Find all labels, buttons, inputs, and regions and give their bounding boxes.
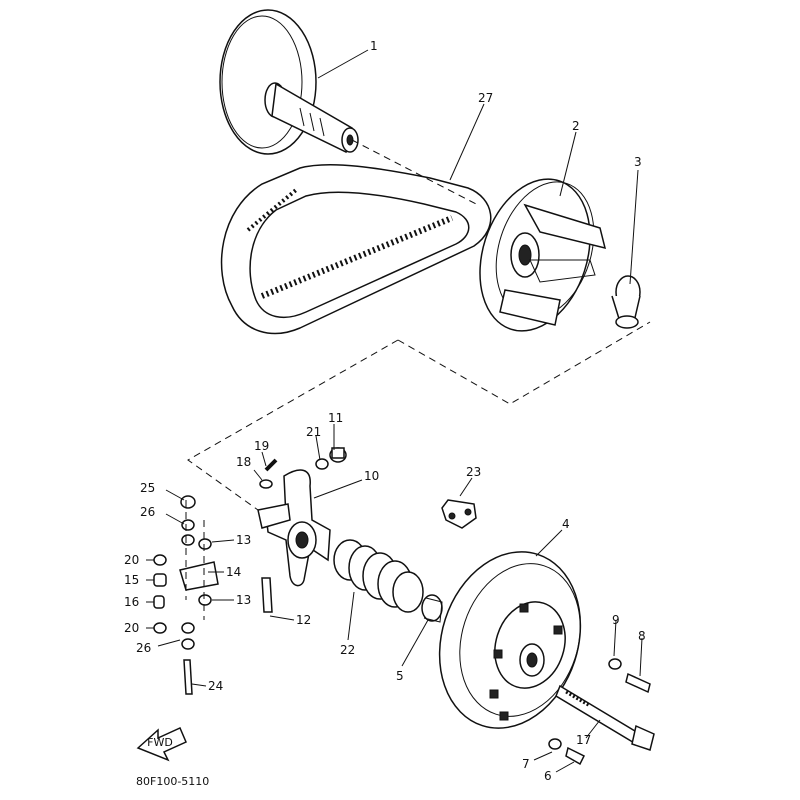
washer-screw-parts-7-6 — [548, 738, 586, 766]
callout-19: 19 — [254, 439, 269, 453]
callout-22: 22 — [340, 643, 355, 657]
clip-part — [441, 499, 477, 529]
spider-cam-part — [257, 469, 331, 587]
callout-16: 16 — [124, 595, 139, 609]
callout-11: 11 — [328, 411, 343, 425]
callout-26-upper: 26 — [140, 505, 155, 519]
bushing-parts — [315, 447, 347, 470]
callout-23: 23 — [466, 465, 481, 479]
assembly-guide-line — [397, 321, 651, 405]
drive-belt-part — [220, 164, 492, 335]
callout-17: 17 — [576, 733, 591, 747]
long-bolt-part — [555, 684, 655, 751]
pin-washer-parts — [259, 458, 278, 489]
callout-27: 27 — [478, 91, 493, 105]
callout-9: 9 — [612, 613, 620, 627]
callout-4: 4 — [562, 517, 570, 531]
callout-8: 8 — [638, 629, 646, 643]
callout-13-upper: 13 — [236, 533, 251, 547]
callout-13-lower: 13 — [236, 593, 251, 607]
callout-10: 10 — [364, 469, 379, 483]
callout-18: 18 — [236, 455, 251, 469]
callout-24: 24 — [208, 679, 223, 693]
assembly-guide-line-lower — [187, 339, 399, 511]
movable-sheave-part — [438, 551, 582, 729]
callout-26-lower: 26 — [136, 641, 151, 655]
collar-part — [611, 275, 641, 329]
callout-6: 6 — [544, 769, 552, 783]
fixed-sheave-part — [219, 9, 359, 155]
callout-20-lower: 20 — [124, 621, 139, 635]
callout-1: 1 — [370, 39, 378, 53]
callout-2: 2 — [572, 119, 580, 133]
shaft-guide-line — [351, 139, 481, 207]
callout-3: 3 — [634, 155, 642, 169]
callout-15: 15 — [124, 573, 139, 587]
leader-lines — [146, 49, 643, 773]
callout-14: 14 — [226, 565, 241, 579]
sheave-plate-part — [479, 178, 607, 332]
callout-21: 21 — [306, 425, 321, 439]
nut-bolt-parts-9-8 — [608, 658, 651, 694]
front-arrow-label: FWD — [147, 736, 173, 749]
callout-7: 7 — [522, 757, 530, 771]
callout-25: 25 — [140, 481, 155, 495]
sheave-bushing-part — [421, 594, 443, 623]
roller-weight-parts — [153, 495, 273, 695]
callout-12: 12 — [296, 613, 311, 627]
callout-20-upper: 20 — [124, 553, 139, 567]
front-direction-arrow-icon: FWD — [136, 727, 187, 762]
callout-5: 5 — [396, 669, 404, 683]
drawing-code: 80F100-5110 — [136, 775, 209, 788]
spring-part — [333, 539, 424, 613]
